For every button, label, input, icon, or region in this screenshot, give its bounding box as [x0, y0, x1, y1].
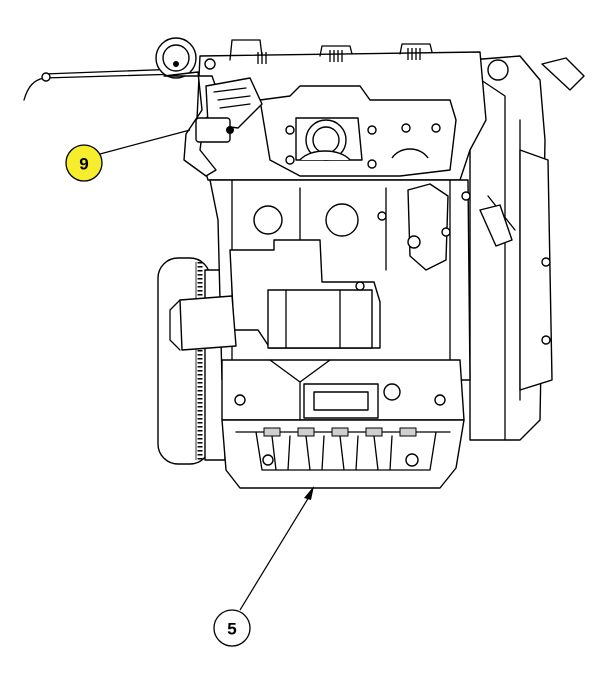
throttle-body — [155, 37, 263, 177]
oil-pan — [221, 419, 465, 489]
engine-illustration — [23, 37, 585, 489]
callout-5-badge — [213, 609, 251, 647]
leader-line-5 — [239, 491, 313, 611]
callout-9-label: 9 — [79, 155, 88, 174]
callout-5-label: 5 — [227, 620, 236, 639]
callout-9-badge — [65, 144, 103, 182]
callout-5: 5 — [213, 609, 251, 647]
flywheel — [157, 257, 226, 465]
callout-9: 9 — [65, 144, 103, 182]
leader-line-9 — [99, 129, 191, 155]
starter-motor — [169, 239, 381, 351]
cylinder-head — [195, 39, 487, 181]
crankcase — [221, 359, 465, 421]
arrowhead-5 — [304, 486, 314, 500]
timing-cover — [469, 55, 585, 441]
